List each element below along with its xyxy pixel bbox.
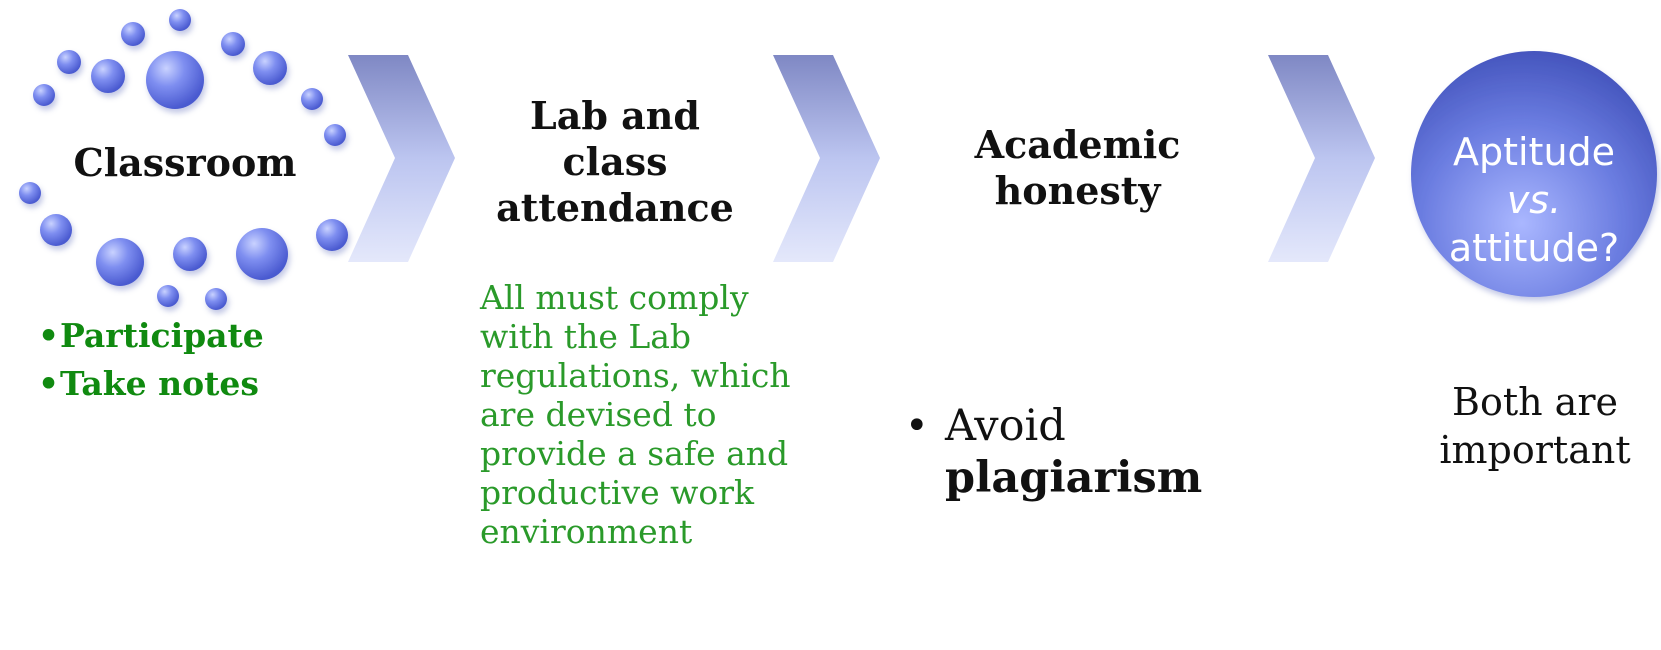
both-line-1: Both are (1452, 380, 1618, 424)
both-line-2: important (1439, 428, 1631, 472)
stage-title-classroom: Classroom (60, 140, 310, 186)
bullet-prefix: Avoid (945, 401, 1066, 451)
chevron-arrow-2 (773, 55, 880, 262)
honesty-bullets: Avoid plagiarism (905, 400, 1202, 504)
both-important-text: Both are important (1410, 378, 1660, 474)
stage-title-lab-attendance: Lab and class attendance (465, 93, 765, 231)
stage-title-academic-honesty: Academic honesty (945, 122, 1210, 214)
stage-title-line: attendance (496, 185, 734, 230)
stage-title-line: Academic (974, 122, 1181, 167)
classroom-bullets: Participate Take notes (38, 312, 264, 408)
lab-regulations-text: All must comply with the Lab regulations… (480, 278, 791, 551)
chevron-arrow-3 (1268, 55, 1375, 262)
stage-title-line-vs: vs. (1506, 178, 1562, 222)
stage-title-aptitude-attitude: Aptitude vs. attitude? (1403, 128, 1661, 272)
bullet-avoid-plagiarism: Avoid plagiarism (905, 400, 1202, 504)
chevron-arrow-1 (348, 55, 455, 262)
bullet-bold-word: plagiarism (945, 453, 1203, 503)
dot-ring-graphic (19, 9, 348, 310)
stage-title-line: Lab and (530, 93, 700, 138)
stage-title-line: Classroom (73, 140, 297, 185)
stage-title-line: Aptitude (1452, 130, 1616, 174)
bullet-participate: Participate (38, 312, 264, 360)
stage-title-line: attitude? (1448, 226, 1620, 270)
stage-title-line: class (562, 139, 668, 184)
stage-title-line: honesty (994, 168, 1161, 213)
bullet-take-notes: Take notes (38, 360, 264, 408)
aptitude-circle (1411, 51, 1657, 297)
